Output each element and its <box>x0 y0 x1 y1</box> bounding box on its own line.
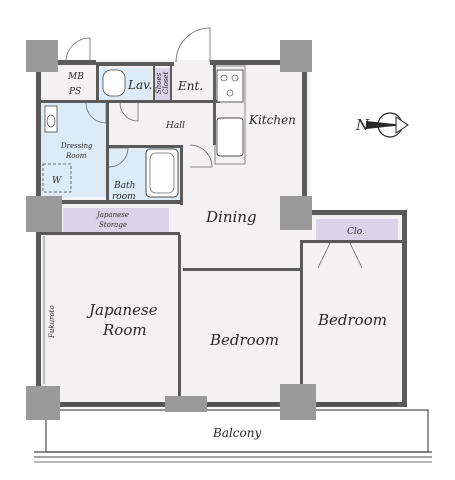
japanese-storage-label-2: Storage <box>99 221 127 229</box>
pillars <box>26 40 316 420</box>
wall-storage-bottom <box>40 232 180 235</box>
fukuroto-label: Fukuroto <box>48 305 56 339</box>
kitchen-sink <box>216 117 244 157</box>
wall-top-right <box>210 60 305 65</box>
shoes-closet-label-2: Closet <box>162 71 170 94</box>
hall-label: Hall <box>165 121 185 131</box>
floor-right-bedroom <box>305 212 405 405</box>
wall-bath-right <box>180 145 183 205</box>
compass-arrow-tail-icon <box>395 116 409 134</box>
door-bath <box>108 147 129 168</box>
door-entrance <box>175 27 211 63</box>
closet-label: Clo. <box>347 227 365 237</box>
lav-label: Lav. <box>127 78 152 92</box>
kitchen-label: Kitchen <box>248 113 296 127</box>
pillar-bottom-left <box>26 386 60 420</box>
pillar-bottom-right <box>280 384 316 420</box>
japanese-room-label-2: Room <box>102 321 147 339</box>
wall-right-upper <box>302 60 307 215</box>
door-closet <box>317 242 363 269</box>
floor-shoes-closet <box>154 68 170 100</box>
compass-label: N <box>355 116 370 134</box>
doors <box>65 27 363 269</box>
balcony-floor <box>45 409 429 453</box>
wall-shoes-left <box>153 66 155 100</box>
burner-1 <box>220 74 228 82</box>
wall-bath-top <box>106 145 181 148</box>
balcony <box>34 409 432 463</box>
mb-ps-label-2: PS <box>68 87 81 97</box>
dressing-room-label-2: Room <box>65 152 87 160</box>
bedroom-right-label: Bedroom <box>317 311 387 329</box>
dining-label: Dining <box>205 208 257 226</box>
wall-hall-right <box>213 65 216 145</box>
wall-top-mid <box>96 62 174 66</box>
wall-dining-bottom <box>183 268 303 271</box>
wall-lav-bottom <box>40 100 220 103</box>
pillar-mid-left <box>26 196 62 232</box>
wall-dressing-right <box>106 103 109 200</box>
compass: N <box>355 112 409 138</box>
door-hall-left <box>119 102 139 122</box>
floor-japanese-storage <box>63 208 169 232</box>
door-hall <box>189 144 213 168</box>
wall-left <box>36 60 41 405</box>
mb-ps-label-1: MB <box>67 72 84 82</box>
floor-closet <box>316 219 398 241</box>
kitchen-counter <box>214 65 246 165</box>
dressing-room-label-1: Dressing <box>60 142 93 150</box>
wall-bed-divider <box>300 240 303 405</box>
washer-box <box>42 163 72 193</box>
burner-2 <box>231 74 239 82</box>
wall-wet-bottom <box>40 200 183 204</box>
toilet-bowl <box>46 114 56 128</box>
pillar-mid-right <box>280 196 312 230</box>
wall-right-lower <box>402 210 407 405</box>
japanese-storage-label-1: Japanese <box>95 211 129 219</box>
fixtures <box>42 65 246 198</box>
door-mbps <box>65 37 91 63</box>
wall-closet-bottom <box>303 240 403 243</box>
windows <box>43 236 398 405</box>
pillar-top-left <box>26 40 58 72</box>
bathtub-inner <box>149 152 175 194</box>
shoes-closet-label-1: Shoes <box>155 72 163 94</box>
bathtub <box>145 148 179 198</box>
wall-jroom-right <box>178 235 181 405</box>
wall-right-step <box>302 210 406 215</box>
room-labels: MB PS Lav. Shoes Closet Ent. Hall Kitche… <box>48 71 387 440</box>
burner-3 <box>226 89 234 97</box>
wall-shoes-right <box>170 66 172 100</box>
balcony-label: Balcony <box>212 426 261 440</box>
japanese-room-label-1: Japanese <box>86 301 158 319</box>
toilet-tank <box>44 105 58 133</box>
pillar-top-right <box>280 40 312 72</box>
wall-top-left <box>36 60 96 65</box>
cooktop <box>216 69 244 103</box>
entrance-label: Ent. <box>177 79 203 93</box>
wall-mbps <box>96 62 99 102</box>
door-lav <box>85 102 107 124</box>
bath-room-label-2: room <box>112 192 136 202</box>
washer-label: W <box>52 176 62 186</box>
lav-sink <box>102 69 126 97</box>
pillar-bottom-mid <box>165 396 207 412</box>
bath-room-label-1: Bath <box>113 181 135 191</box>
compass-arrow-icon <box>366 121 404 129</box>
bedroom-center-label: Bedroom <box>209 331 279 349</box>
